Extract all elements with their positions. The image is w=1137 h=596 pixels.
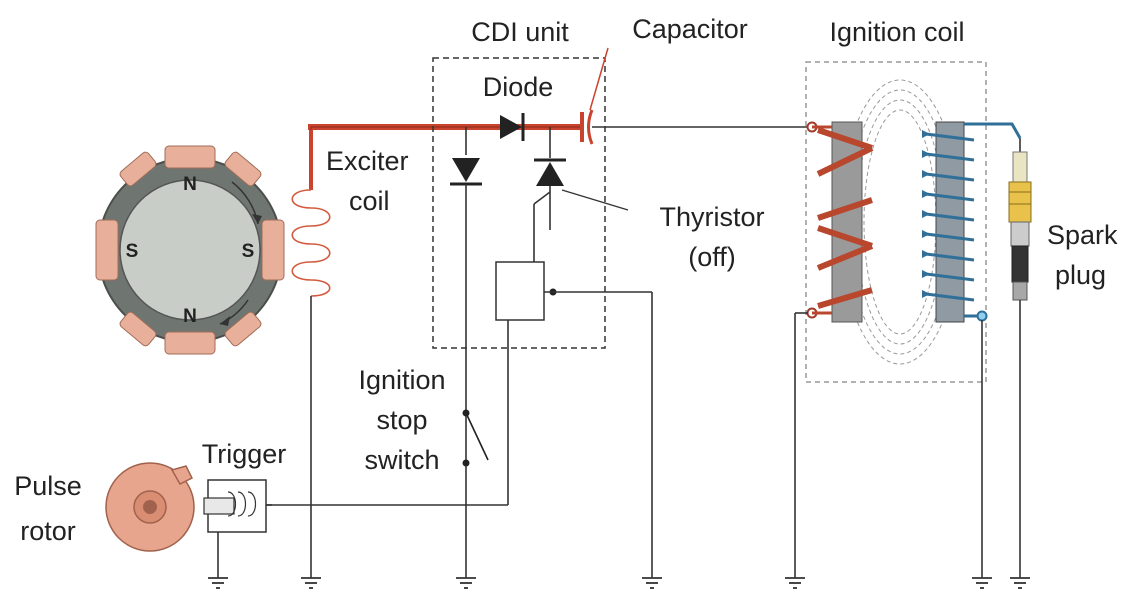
ground-cdi-control — [642, 577, 662, 589]
label-thyristor-line1: Thyristor — [659, 202, 764, 232]
cdi-unit-box — [432, 57, 606, 349]
thyristor — [533, 127, 566, 262]
pole-north-top: N — [183, 174, 197, 195]
capacitor — [580, 109, 812, 145]
label-diode: Diode — [483, 72, 554, 102]
label-stop-line3: switch — [364, 445, 439, 475]
ground-trigger — [208, 577, 228, 589]
pole-south-right: S — [242, 241, 255, 262]
spark-plug — [1008, 151, 1032, 578]
label-exciter-line1: Exciter — [326, 146, 409, 176]
label-cdi-unit: CDI unit — [471, 17, 569, 47]
ignition-coil — [794, 79, 1022, 578]
ground-spark-plug — [1010, 577, 1030, 589]
pole-south-left: S — [126, 241, 139, 262]
label-trigger: Trigger — [202, 439, 287, 469]
ground-exciter — [301, 577, 321, 589]
label-pulse-line1: Pulse — [14, 471, 82, 501]
trigger-coil — [203, 479, 272, 578]
label-stop-line2: stop — [376, 405, 427, 435]
magnet-pad-left — [95, 219, 119, 281]
label-pulse-line2: rotor — [20, 516, 76, 546]
ground-cdi-diode — [456, 577, 476, 589]
label-ignition-coil: Ignition coil — [829, 17, 964, 47]
flywheel-magneto: N N S S — [95, 145, 285, 355]
ground-primary — [785, 577, 805, 589]
label-spark-line1: Spark — [1047, 220, 1118, 250]
ground-symbols — [208, 577, 1030, 589]
magnet-pad-bottom — [164, 331, 216, 355]
label-thyristor-line2: (off) — [688, 242, 736, 272]
label-exciter-line2: coil — [349, 186, 390, 216]
ignition-coil-box — [805, 61, 987, 383]
magnet-pad-right — [261, 219, 285, 281]
exciter-coil — [291, 130, 331, 578]
diode — [500, 113, 525, 141]
shunt-diode — [450, 127, 482, 578]
control-module — [260, 261, 653, 578]
pulse-rotor — [105, 462, 195, 552]
pole-north-bottom: N — [183, 306, 197, 327]
ignition-stop-switch[interactable] — [462, 409, 489, 467]
label-spark-line2: plug — [1055, 260, 1106, 290]
magnet-pad-top — [164, 145, 216, 169]
label-capacitor: Capacitor — [632, 14, 748, 44]
ground-secondary — [972, 577, 992, 589]
label-stop-line1: Ignition — [358, 365, 445, 395]
